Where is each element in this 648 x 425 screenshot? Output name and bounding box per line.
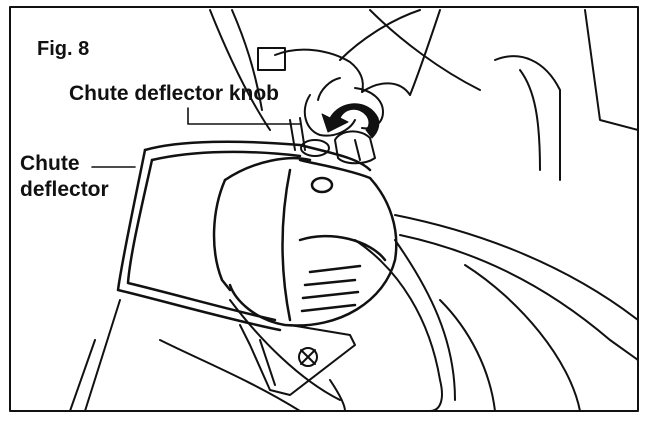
figure-number: Fig. 8 [37, 38, 90, 60]
deflector-scoop [212, 156, 398, 327]
knob-callout-label: Chute deflector knob [69, 82, 280, 105]
curved-arrow-icon [321, 103, 380, 139]
mounting-bracket [239, 324, 356, 396]
knob-leader [187, 107, 301, 125]
machine-housing [209, 9, 639, 412]
chute-body [69, 239, 456, 412]
deflector-callout-label-line2: deflector [20, 178, 109, 201]
figure-border [9, 6, 639, 412]
callout-leaders [91, 107, 301, 168]
operator-hand [274, 9, 441, 137]
deflector-knob [289, 117, 376, 165]
deflector-callout-label-line1: Chute [20, 152, 80, 175]
deflector-ring [116, 140, 372, 332]
